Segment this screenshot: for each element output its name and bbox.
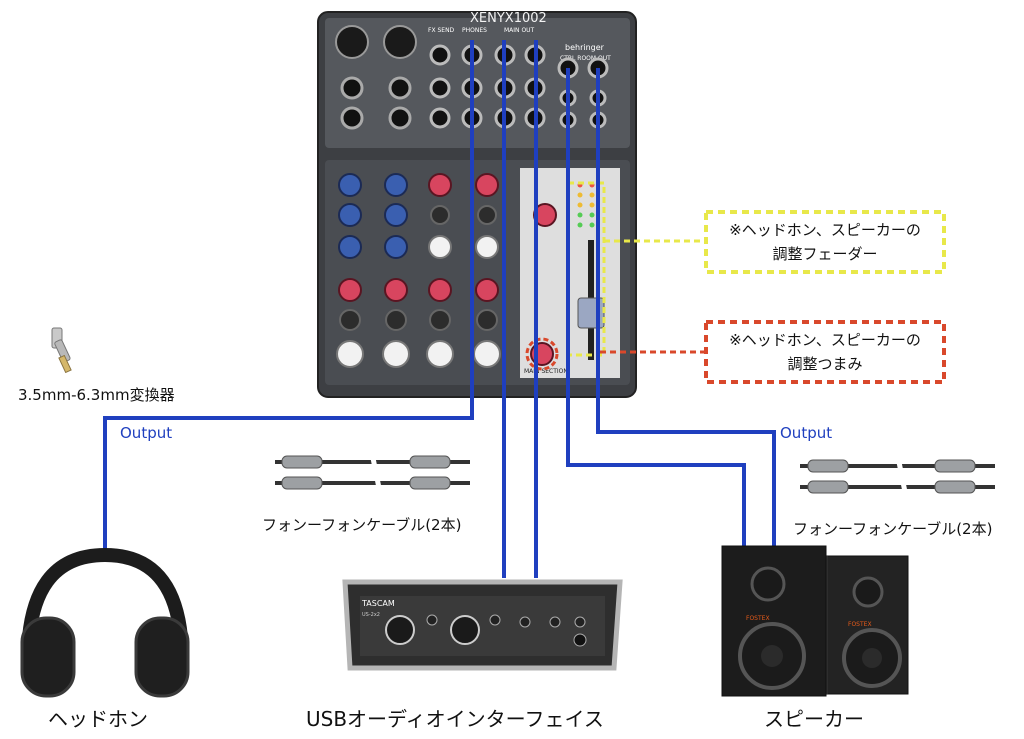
speaker-right-brand: FOSTEX	[848, 621, 872, 628]
cable-right-label: フォンーフォンケーブル(2本)	[793, 520, 993, 538]
phone-cable-right-icon	[800, 456, 995, 498]
adapter-icon	[51, 327, 72, 374]
headphones-icon	[20, 547, 190, 698]
xlr-input-1	[335, 25, 369, 59]
cable-speaker-r	[596, 68, 776, 550]
fader-callout-box	[704, 210, 946, 274]
speaker-left-brand: FOSTEX	[746, 615, 770, 622]
mixer: XENYX1002 behringer FX SEND PHONES MAIN …	[317, 11, 637, 398]
xlr-input-2	[383, 25, 417, 59]
speakers-icon: FOSTEX FOSTEX	[721, 545, 909, 697]
headphones-label: ヘッドホン	[48, 707, 148, 731]
mixer-section-ctrl: CTRL ROOM OUT	[560, 55, 611, 62]
knob-highlight	[525, 337, 559, 371]
interface-label: USBオーディオインターフェイス	[306, 707, 604, 731]
cable-left-label: フォンーフォンケーブル(2本)	[262, 516, 462, 534]
knob-callout: ※ヘッドホン、スピーカーの 調整つまみ	[710, 322, 940, 376]
fader-callout-line2: 調整フェーダー	[772, 245, 878, 263]
knob-callout-box	[704, 320, 946, 384]
phone-cable-left-icon	[275, 452, 470, 494]
mixer-brand-text: behringer	[565, 43, 605, 52]
main-fader[interactable]	[577, 297, 605, 329]
fader-callout-line1: ※ヘッドホン、スピーカーの	[729, 221, 921, 239]
interface-model-text: US-2x2	[362, 612, 380, 618]
speakers-label: スピーカー	[764, 707, 864, 731]
usb-interface-icon: TASCAM US-2x2	[342, 579, 623, 671]
mixer-model-text: XENYX1002	[470, 11, 547, 26]
mixer-section-phones: PHONES	[462, 27, 487, 34]
mixer-section-fx: FX SEND	[428, 27, 455, 34]
knob-callout-line2: 調整つまみ	[787, 355, 863, 373]
fader-callout: ※ヘッドホン、スピーカーの 調整フェーダー	[710, 212, 940, 266]
adapter-label: 3.5mm-6.3mm変換器	[18, 386, 175, 404]
mixer-section-main: MAIN OUT	[504, 27, 535, 34]
cable-headphones	[103, 40, 474, 550]
interface-brand-text: TASCAM	[361, 599, 395, 608]
output-label-right: Output	[780, 424, 833, 442]
mixer-main-section-text: MAIN SECTION	[524, 368, 568, 375]
knob-callout-line1: ※ヘッドホン、スピーカーの	[729, 331, 921, 349]
output-label-left: Output	[120, 424, 173, 442]
cable-speaker-l	[566, 68, 746, 550]
cables	[103, 40, 776, 578]
